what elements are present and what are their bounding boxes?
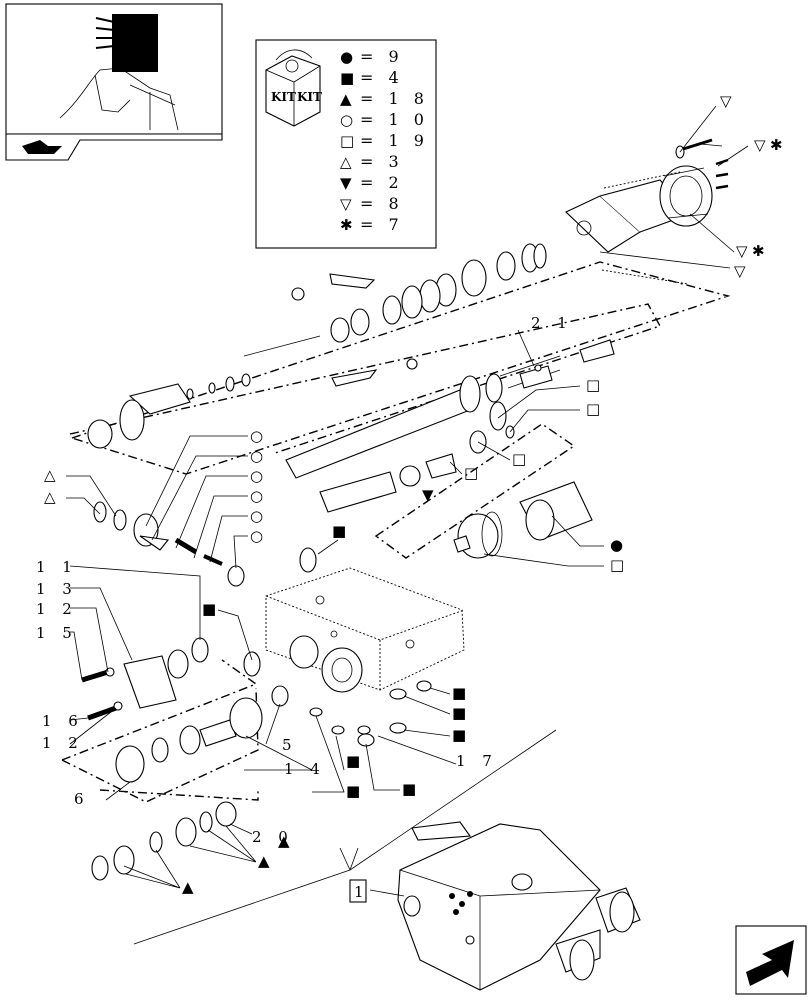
callout-20: 2 0	[252, 828, 294, 846]
thumbnail-frame[interactable]	[5, 3, 223, 161]
kit-label-right: KIT	[297, 90, 322, 104]
marker-filled-square-6: ■	[346, 752, 360, 770]
marker-filled-square-2: ■	[202, 600, 216, 618]
kit-legend-symbol: △	[340, 153, 352, 171]
kit-legend: KIT KIT ● = 9 ■ = 4 ▲ = 1 8 ○ = 1 0 □ = 1 9 △ = 3 ▼ =…	[255, 39, 437, 249]
marker-open-circle-6: ○	[250, 527, 263, 545]
marker-open-square-1: □	[586, 376, 600, 394]
marker-filled-circle: ●	[610, 536, 623, 554]
thumbnail-nav-icon[interactable]	[22, 140, 62, 154]
marker-filled-tri-up-1: ▲	[278, 832, 290, 850]
kit-legend-count: = 4	[360, 68, 404, 87]
left-o-rings-and-plugs	[81, 501, 317, 721]
marker-filled-square-1: ■	[332, 522, 346, 540]
marker-open-circle-2: ○	[250, 447, 263, 465]
assembled-control-valve	[397, 821, 641, 991]
marker-open-square-4: □	[464, 464, 478, 482]
marker-filled-tri-up-3: ▲	[182, 878, 194, 896]
callout-11: 1 1	[36, 558, 78, 576]
kit-legend-count: = 1 9	[360, 131, 429, 150]
kit-legend-symbol: ○	[340, 111, 353, 129]
kit-legend-symbol: ▼	[340, 174, 352, 192]
kit-legend-count: = 1 8	[360, 89, 429, 108]
kit-legend-symbol: ▲	[340, 90, 352, 108]
marker-open-square-3: □	[512, 450, 526, 468]
marker-open-circle-4: ○	[250, 487, 263, 505]
symbol-markers: ▽ ▽ ✱ ▽ ✱ ▽ □ □ □ □ ▼ ● □ ○ ○ ○ ○ ○ ○ △ …	[44, 92, 783, 896]
kit-legend-symbol: ■	[340, 69, 354, 87]
relief-valve-outline	[374, 423, 576, 559]
callout-12a: 1 2	[36, 600, 78, 618]
main-spool	[285, 339, 615, 479]
detent-cap-assembly	[565, 138, 729, 285]
leader-lines	[66, 105, 749, 945]
marker-star-2: ✱	[752, 242, 765, 260]
marker-open-tri-up-1: △	[44, 466, 56, 484]
marker-open-circle-3: ○	[250, 467, 263, 485]
marker-filled-tri-up-2: ▲	[258, 852, 270, 870]
callout-6: 6	[74, 790, 90, 808]
kit-legend-symbol: ●	[340, 48, 353, 66]
relief-valve-knob	[453, 481, 593, 559]
upper-spool-parts	[87, 243, 547, 449]
callout-5: 5	[282, 736, 298, 754]
kit-box-icon: KIT KIT	[265, 49, 322, 127]
callout-1: 1	[354, 883, 370, 901]
callout-14: 1 4	[284, 760, 326, 778]
marker-open-tri-down-2: ▽	[754, 136, 766, 154]
next-page-arrow-icon[interactable]	[735, 925, 807, 995]
callout-12b: 1 2	[42, 734, 84, 752]
detent-plunger-parts	[319, 401, 515, 513]
kit-legend-symbol: ▽	[340, 195, 352, 213]
callout-16: 1 6	[42, 712, 84, 730]
kit-label-left: KIT	[271, 90, 296, 104]
marker-filled-square-7: ■	[402, 780, 416, 798]
marker-open-tri-down-4: ▽	[734, 262, 746, 280]
marker-filled-square-3: ■	[452, 684, 466, 702]
marker-filled-square-4: ■	[452, 704, 466, 722]
kit-legend-symbol: □	[340, 132, 354, 150]
marker-open-circle-5: ○	[250, 507, 263, 525]
callout-17: 1 7	[456, 752, 498, 770]
bottom-plug-kit	[91, 801, 237, 881]
marker-open-square-2: □	[586, 400, 600, 418]
marker-open-square-5: □	[610, 556, 624, 574]
marker-open-tri-down-1: ▽	[720, 92, 732, 110]
marker-open-tri-up-2: △	[44, 488, 56, 506]
marker-star-1: ✱	[770, 136, 783, 154]
callout-13: 1 3	[36, 580, 78, 598]
marker-filled-square-5: ■	[452, 726, 466, 744]
kit-legend-count: = 2	[360, 173, 404, 192]
plug-outline	[99, 788, 259, 801]
kit-legend-count: = 7	[360, 215, 404, 234]
marker-open-tri-down-3: ▽	[736, 242, 748, 260]
marker-filled-tri-down: ▼	[422, 486, 434, 504]
kit-legend-symbol: ✱	[340, 216, 353, 234]
marker-open-circle-1: ○	[250, 427, 263, 445]
callout-labels: 2 1 1 1 1 3 1 2 1 5 1 6 1 2 5 1 4 1 7 6 …	[36, 314, 573, 903]
marker-filled-square-8: ■	[346, 782, 360, 800]
kit-legend-count: = 3	[360, 152, 404, 171]
kit-legend-count: = 1 0	[360, 110, 429, 129]
kit-legend-count: = 9	[360, 47, 404, 66]
upper-spool-assembly-outline	[69, 261, 731, 475]
callout-21: 2 1	[531, 314, 573, 332]
kit-legend-count: = 8	[360, 194, 404, 213]
valve-section-body	[265, 567, 465, 693]
tractor-thumbnail-icon	[59, 14, 179, 131]
callout-15: 1 5	[36, 624, 78, 642]
